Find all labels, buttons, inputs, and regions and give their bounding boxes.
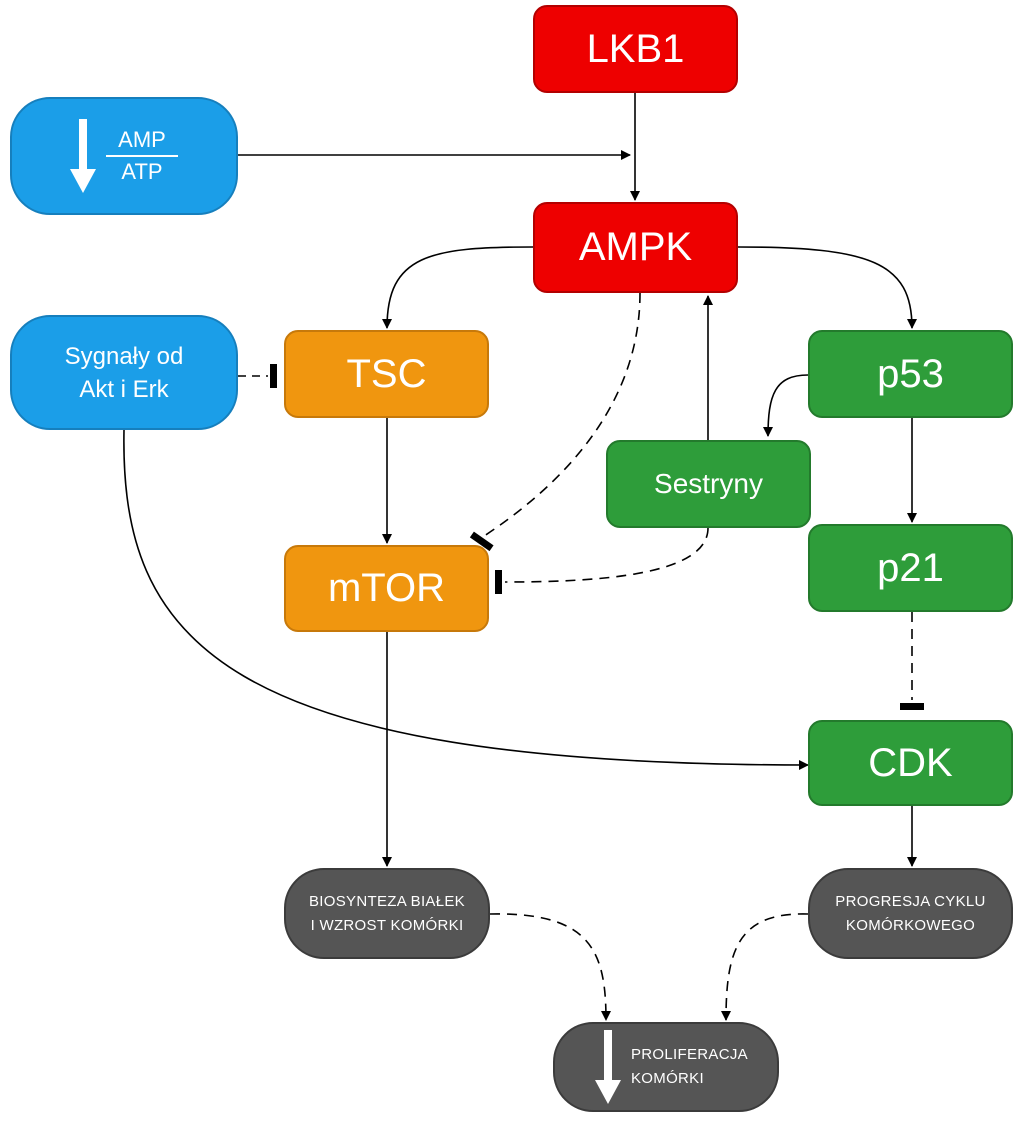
- node-p21: p21: [808, 524, 1013, 612]
- edge-akterk-cdk: [123, 429, 809, 770]
- edge-p53-sestryny: [763, 374, 809, 437]
- progresja-line2: KOMÓRKOWEGO: [845, 916, 976, 934]
- down-arrow-icon: [70, 119, 96, 193]
- akt-erk-line2: Akt i Erk: [79, 375, 169, 403]
- node-progresja: PROGRESJA CYKLU KOMÓRKOWEGO: [808, 868, 1013, 959]
- inhibition-bar-cdk: [900, 703, 924, 710]
- node-sestryny: Sestryny: [606, 440, 811, 528]
- edge-ampk-mtor: [477, 292, 641, 541]
- edge-ampk-tsc: [382, 246, 534, 329]
- progresja-line1: PROGRESJA CYKLU: [835, 892, 986, 910]
- edge-ampk-p53: [737, 246, 917, 329]
- proliferacja-line1: PROLIFERACJA: [631, 1046, 748, 1063]
- node-ampk: AMPK: [533, 202, 738, 293]
- proliferacja-text: PROLIFERACJA KOMÓRKI: [631, 1043, 748, 1091]
- edge-sestryny-mtor: [504, 527, 709, 583]
- amp-label: AMP: [118, 127, 166, 152]
- node-p53: p53: [808, 330, 1013, 418]
- node-amp-atp-ratio: AMP ATP: [10, 97, 238, 215]
- node-akt-erk-signals: Sygnały od Akt i Erk: [10, 315, 238, 430]
- node-biosynteza: BIOSYNTEZA BIAŁEK I WZROST KOMÓRKI: [284, 868, 490, 959]
- atp-label: ATP: [121, 159, 163, 184]
- biosynteza-line1: BIOSYNTEZA BIAŁEK: [309, 892, 465, 910]
- biosynteza-line2: I WZROST KOMÓRKI: [310, 916, 464, 934]
- node-lkb1: LKB1: [533, 5, 738, 93]
- proliferacja-line2: KOMÓRKI: [631, 1070, 704, 1087]
- inhibition-bar-tsc: [270, 364, 277, 388]
- down-arrow-icon: [595, 1030, 621, 1104]
- fraction-bar: [106, 155, 178, 157]
- inhibition-bar-mtor-sestryny: [495, 570, 502, 594]
- akt-erk-line1: Sygnały od: [64, 342, 184, 370]
- node-proliferacja: PROLIFERACJA KOMÓRKI: [553, 1022, 779, 1112]
- node-tsc: TSC: [284, 330, 489, 418]
- edge-progresja-proliferacja: [721, 913, 809, 1021]
- node-mtor: mTOR: [284, 545, 489, 632]
- node-cdk: CDK: [808, 720, 1013, 806]
- edge-biosynteza-proliferacja: [489, 913, 611, 1021]
- inhibition-bar-mtor-ampk: [469, 531, 494, 552]
- amp-atp-fraction: AMP ATP: [106, 127, 178, 185]
